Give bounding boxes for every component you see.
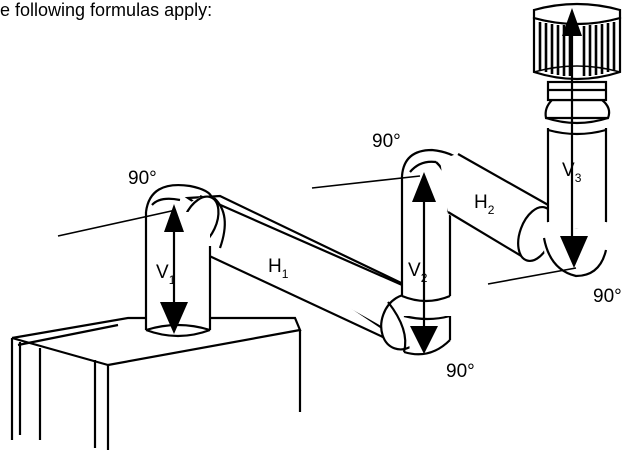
angle-label-top-mid: 90° — [372, 131, 401, 152]
angle-label-bottom-right: 90° — [593, 286, 622, 307]
measurement-lines — [57, 175, 577, 285]
pipe-v3 — [544, 98, 611, 228]
pipe-v2 — [400, 148, 463, 316]
pipe-h2 — [440, 152, 555, 262]
label-h2: H2 — [474, 192, 495, 217]
arrow-v2 — [410, 172, 438, 354]
arrow-v3 — [560, 8, 588, 268]
arrow-v1 — [160, 204, 188, 334]
label-v3: V3 — [562, 160, 582, 185]
angle-label-top-left: 90° — [128, 168, 157, 189]
label-v1: V1 — [156, 262, 176, 287]
label-h1: H1 — [268, 256, 289, 281]
diagram-heading: e following formulas apply: — [0, 0, 213, 20]
flue-terminal — [532, 2, 622, 102]
label-v2: V2 — [408, 260, 428, 285]
boiler-unit — [10, 316, 302, 450]
angle-label-bottom-mid: 90° — [446, 361, 475, 382]
